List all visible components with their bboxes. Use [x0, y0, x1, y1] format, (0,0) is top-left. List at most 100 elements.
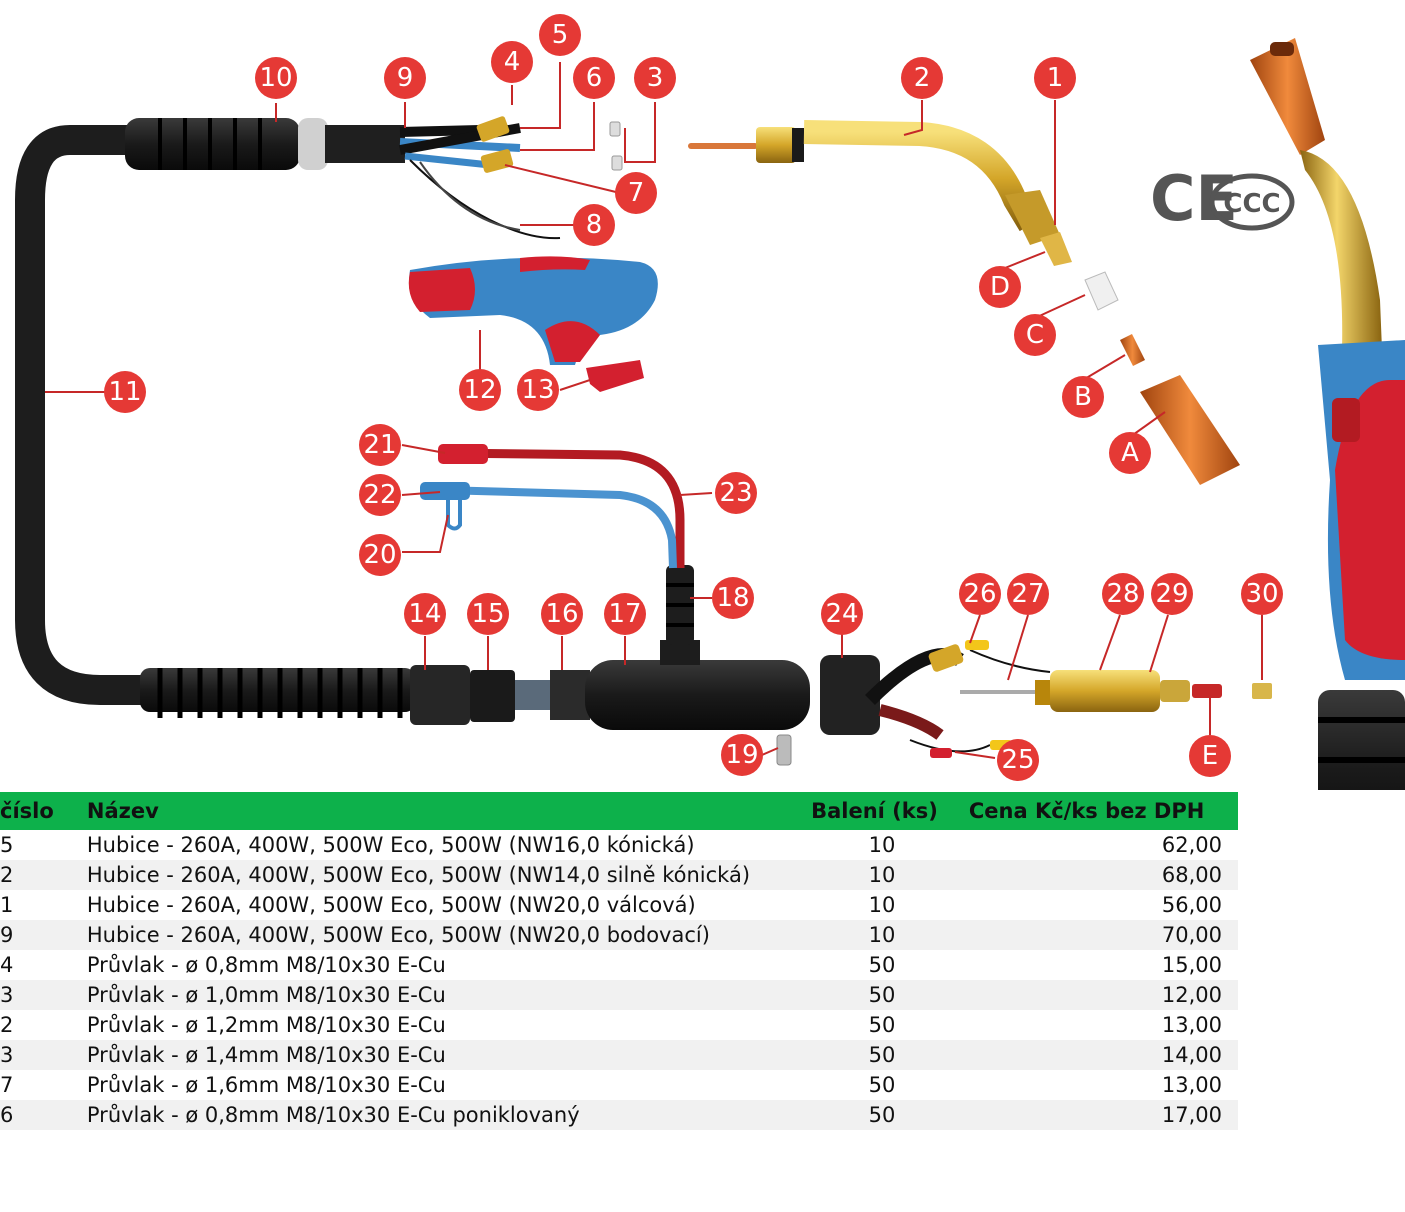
callout-text: 2 [914, 63, 931, 93]
callout-11: 11 [104, 371, 146, 413]
callout-text: 15 [471, 599, 504, 629]
cell-number: 9 [0, 920, 79, 950]
water-hoses [420, 444, 685, 569]
callout-text: 30 [1245, 579, 1278, 609]
callout-circle [359, 424, 401, 466]
callout-text: C [1026, 320, 1044, 350]
torch-rear-end [125, 116, 623, 240]
callout-text: 3 [647, 63, 664, 93]
col-header-number: číslo [0, 792, 79, 830]
callout-25: 25 [997, 739, 1039, 781]
callout-text: 14 [408, 599, 441, 629]
callout-text: D [990, 272, 1010, 302]
cell-pack: 50 [868, 1013, 896, 1037]
callout-circle [467, 593, 509, 635]
callout-text: 18 [716, 583, 749, 613]
ccc-mark: CCC [1209, 173, 1295, 231]
callout-c: C [1014, 314, 1056, 356]
cell-price: 13,00 [1161, 1013, 1222, 1037]
callout-circle [517, 369, 559, 411]
callout-text: 22 [363, 480, 396, 510]
cell-number: 3 [0, 1040, 79, 1070]
parts-table: číslo Název Balení (ks) Cena Kč/ks bez D… [0, 792, 1238, 1130]
callout-text: B [1074, 382, 1092, 412]
callout-text: 19 [725, 740, 758, 770]
callout-circle [901, 57, 943, 99]
callout-circle [721, 734, 763, 776]
callout-text: 24 [825, 599, 858, 629]
callout-circle [255, 57, 297, 99]
callout-text: 4 [504, 47, 521, 77]
cable-sleeve [470, 670, 515, 722]
blue-hose-clip [420, 482, 470, 500]
callout-8: 8 [573, 204, 615, 246]
cell-name: Průvlak - ø 0,8mm M8/10x30 E-Cu poniklov… [78, 1100, 804, 1130]
red-hose-clip [438, 444, 488, 464]
callout-27: 27 [1007, 573, 1049, 615]
screw-19 [776, 734, 792, 766]
callout-circle [715, 472, 757, 514]
cell-price: 68,00 [960, 860, 1238, 890]
callout-14: 14 [404, 593, 446, 635]
callout-19: 19 [721, 734, 763, 776]
central-adapter-brass [1050, 670, 1160, 712]
cell-price: 70,00 [960, 920, 1238, 950]
callout-5: 5 [539, 14, 581, 56]
callout-text: 8 [586, 210, 603, 240]
callout-circle [573, 57, 615, 99]
callout-21: 21 [359, 424, 401, 466]
cell-name: Hubice - 260A, 400W, 500W Eco, 500W (NW2… [78, 920, 804, 950]
cell-pack: 50 [868, 953, 896, 977]
col-header-pack: Balení (ks) [803, 792, 961, 830]
torch-exploded-diagram: C E CCC [15, 14, 1405, 790]
contact-tip [1120, 334, 1145, 366]
callout-text: 25 [1001, 745, 1034, 775]
cell-price: 14,00 [960, 1040, 1238, 1070]
callout-text: 26 [963, 579, 996, 609]
callout-text: 7 [628, 178, 645, 208]
callout-10: 10 [255, 57, 297, 99]
cell-pack: 50 [803, 980, 961, 1010]
hose-bellows [666, 565, 694, 645]
callout-2: 2 [901, 57, 943, 99]
callout-text: 29 [1155, 579, 1188, 609]
callout-text: A [1121, 438, 1139, 468]
callout-text: 23 [719, 478, 752, 508]
nut-30 [1252, 683, 1272, 699]
cable-ferrule [515, 680, 555, 710]
cell-price: 17,00 [960, 1100, 1238, 1130]
cell-number: 4 [0, 953, 14, 977]
callout-circle [359, 474, 401, 516]
callout-circle [539, 14, 581, 56]
callout-text: 17 [608, 599, 641, 629]
svg-text:CCC: CCC [1223, 189, 1280, 219]
callout-1: 1 [1034, 57, 1076, 99]
callout-circle [1062, 376, 1104, 418]
callout-26: 26 [959, 573, 1001, 615]
cell-number: 5 [0, 833, 14, 857]
callout-circle [615, 172, 657, 214]
callout-9: 9 [384, 57, 426, 99]
cell-name: Průvlak - ø 1,0mm M8/10x30 E-Cu [78, 980, 804, 1010]
assembled-torch [1250, 38, 1405, 790]
callout-29: 29 [1151, 573, 1193, 615]
callout-circle [459, 369, 501, 411]
callout-b: B [1062, 376, 1104, 418]
callout-circle [1151, 573, 1193, 615]
cell-pack: 50 [803, 1100, 961, 1130]
callout-e: E [1189, 735, 1231, 777]
callout-circle [104, 371, 146, 413]
connector-rear-parts [776, 640, 1272, 766]
callout-3: 3 [634, 57, 676, 99]
callout-circle [1109, 432, 1151, 474]
callout-circle [491, 41, 533, 83]
guide-tip-e [1192, 684, 1222, 698]
cable-nut [410, 665, 470, 725]
lock-nut [820, 655, 880, 735]
